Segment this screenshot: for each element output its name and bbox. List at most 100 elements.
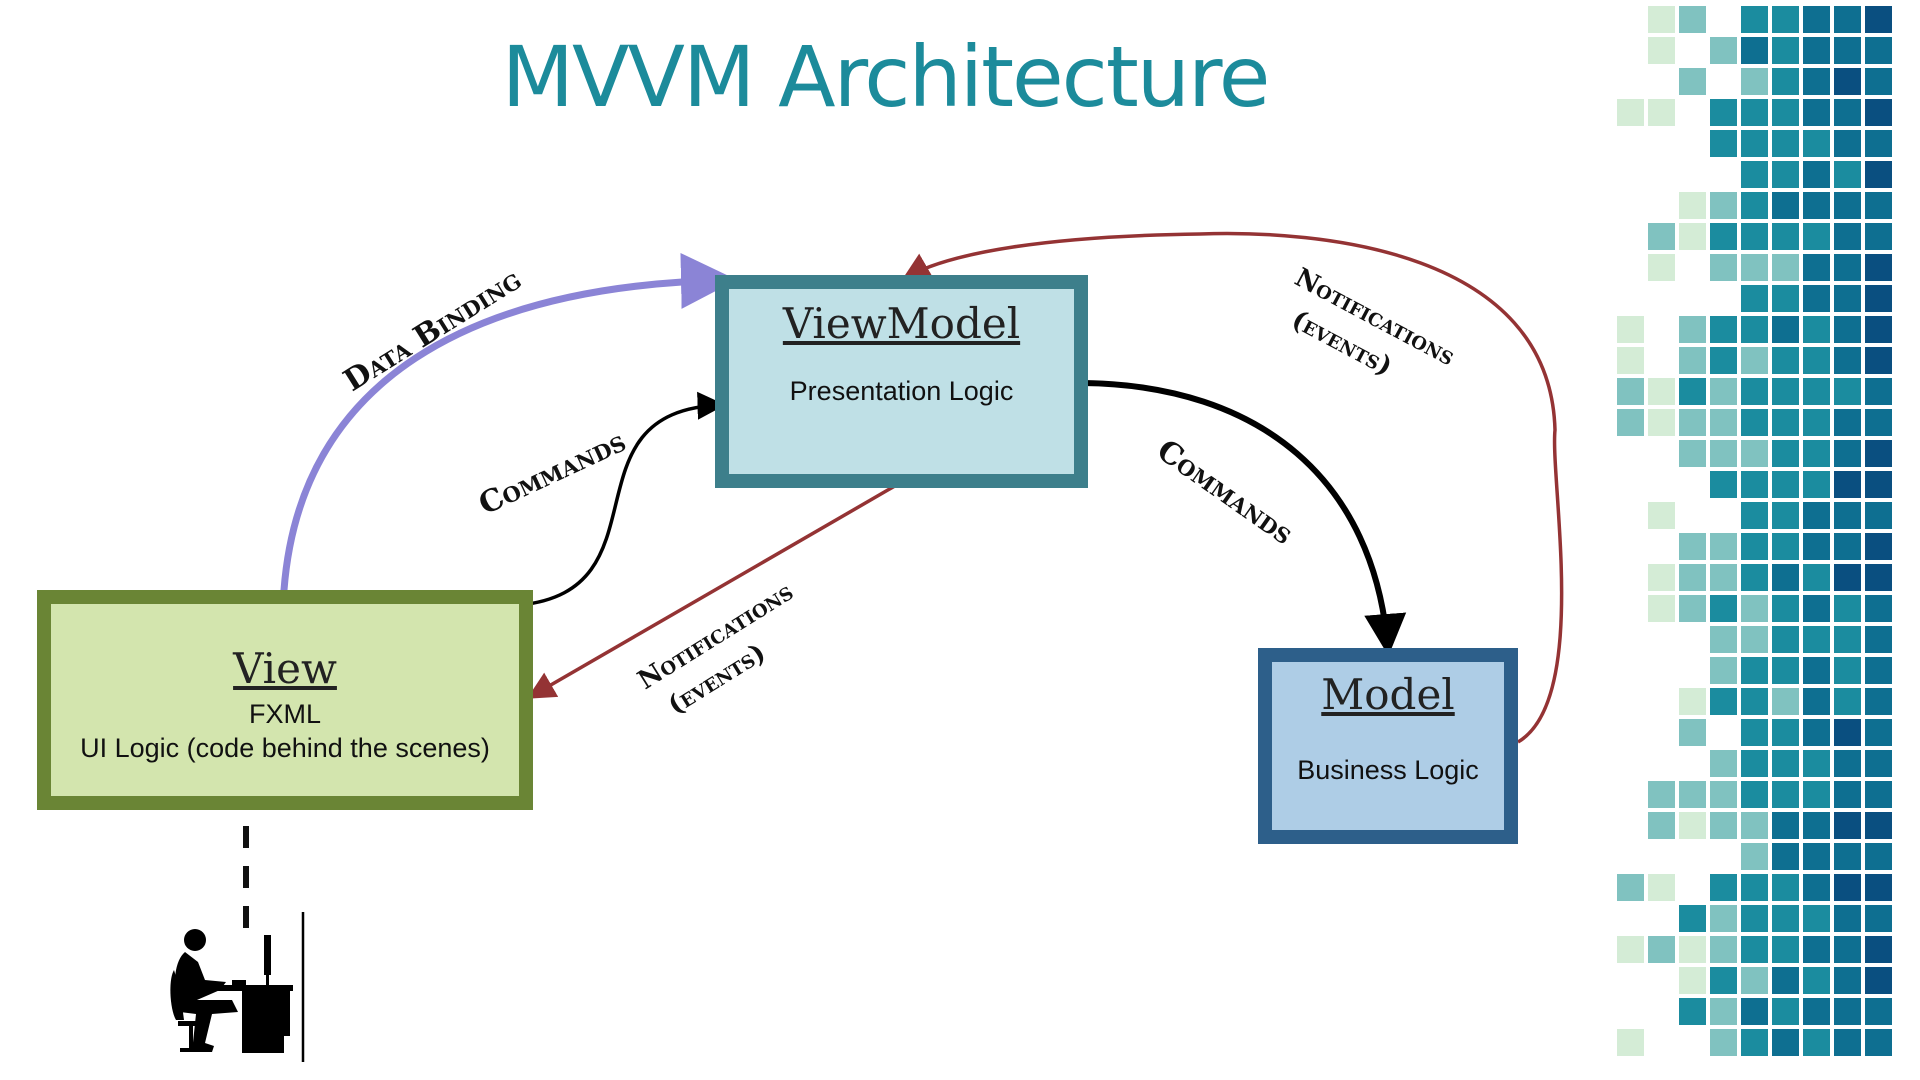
notifications-view-arrow xyxy=(526,481,901,699)
mosaic-tile xyxy=(1741,409,1768,436)
label-commands-view: Commands xyxy=(474,424,632,522)
mosaic-tile xyxy=(1741,1029,1768,1056)
mosaic-tile xyxy=(1834,254,1861,281)
mosaic-tile xyxy=(1741,6,1768,33)
mosaic-tile xyxy=(1648,564,1675,591)
mosaic-tile xyxy=(1679,409,1706,436)
mosaic-tile xyxy=(1741,781,1768,808)
mosaic-tile xyxy=(1772,1029,1799,1056)
mosaic-tile xyxy=(1865,409,1892,436)
mosaic-tile xyxy=(1679,781,1706,808)
mosaic-tile xyxy=(1834,936,1861,963)
mosaic-tile xyxy=(1741,37,1768,64)
view-title: View xyxy=(233,644,337,693)
mosaic-tile xyxy=(1803,409,1830,436)
mosaic-tile xyxy=(1710,595,1737,622)
mosaic-tile xyxy=(1865,781,1892,808)
mosaic-tile xyxy=(1803,1029,1830,1056)
mosaic-tile xyxy=(1834,719,1861,746)
mosaic-tile xyxy=(1741,626,1768,653)
mosaic-tile xyxy=(1803,440,1830,467)
mosaic-tile xyxy=(1710,347,1737,374)
mosaic-tile xyxy=(1617,378,1644,405)
mosaic-tile xyxy=(1865,936,1892,963)
mosaic-tile xyxy=(1648,378,1675,405)
mosaic-tile xyxy=(1865,254,1892,281)
mosaic-tile xyxy=(1865,378,1892,405)
mosaic-tile xyxy=(1710,192,1737,219)
mosaic-tile xyxy=(1710,471,1737,498)
mosaic-tile xyxy=(1648,812,1675,839)
model-box: Model Business Logic xyxy=(1258,648,1518,844)
mosaic-tile xyxy=(1772,440,1799,467)
mosaic-tile xyxy=(1803,192,1830,219)
mosaic-tile xyxy=(1648,37,1675,64)
mosaic-tile xyxy=(1834,347,1861,374)
mosaic-tile xyxy=(1710,998,1737,1025)
mosaic-tile xyxy=(1741,254,1768,281)
mosaic-tile xyxy=(1834,812,1861,839)
mosaic-tile xyxy=(1710,750,1737,777)
mosaic-tile xyxy=(1803,688,1830,715)
mosaic-tile xyxy=(1710,781,1737,808)
mosaic-tile xyxy=(1834,471,1861,498)
mosaic-tile xyxy=(1772,285,1799,312)
mosaic-tile xyxy=(1679,316,1706,343)
mosaic-tile xyxy=(1679,223,1706,250)
mosaic-tile xyxy=(1834,1029,1861,1056)
mosaic-tile xyxy=(1741,285,1768,312)
mosaic-tile xyxy=(1679,347,1706,374)
mosaic-tile xyxy=(1834,657,1861,684)
mosaic-tile xyxy=(1865,285,1892,312)
mosaic-tile xyxy=(1741,99,1768,126)
mosaic-tile xyxy=(1648,409,1675,436)
mosaic-tile xyxy=(1679,998,1706,1025)
mosaic-tile xyxy=(1803,37,1830,64)
mosaic-tile xyxy=(1772,967,1799,994)
mosaic-tile xyxy=(1741,378,1768,405)
mosaic-tile xyxy=(1679,719,1706,746)
mosaic-tile xyxy=(1865,99,1892,126)
model-body: Business Logic xyxy=(1297,755,1479,785)
mosaic-tile xyxy=(1741,223,1768,250)
mosaic-tile xyxy=(1710,905,1737,932)
mosaic-tile xyxy=(1834,285,1861,312)
label-data-binding: Data Binding xyxy=(338,262,528,399)
mosaic-tile xyxy=(1710,533,1737,560)
mosaic-tile xyxy=(1865,998,1892,1025)
mosaic-tile xyxy=(1834,905,1861,932)
mosaic-tile xyxy=(1865,533,1892,560)
mosaic-tile xyxy=(1834,68,1861,95)
mosaic-tile xyxy=(1741,130,1768,157)
mosaic-tile xyxy=(1865,223,1892,250)
viewmodel-box: ViewModel Presentation Logic xyxy=(715,275,1088,488)
mosaic-tile xyxy=(1772,688,1799,715)
commands-model-arrow xyxy=(1082,380,1407,656)
mosaic-tile xyxy=(1679,812,1706,839)
mosaic-tile xyxy=(1834,564,1861,591)
mosaic-tile xyxy=(1834,502,1861,529)
mosaic-tile xyxy=(1741,657,1768,684)
mosaic-tile xyxy=(1772,719,1799,746)
mosaic-tile xyxy=(1741,564,1768,591)
mosaic-tile xyxy=(1772,626,1799,653)
mosaic-tile xyxy=(1679,6,1706,33)
mosaic-tile xyxy=(1648,595,1675,622)
mosaic-tile xyxy=(1772,68,1799,95)
mosaic-tile xyxy=(1803,254,1830,281)
mosaic-tile xyxy=(1710,316,1737,343)
mosaic-tile xyxy=(1772,502,1799,529)
mosaic-tile xyxy=(1865,130,1892,157)
mosaic-tile xyxy=(1617,99,1644,126)
mosaic-tile xyxy=(1648,502,1675,529)
mosaic-tile xyxy=(1741,905,1768,932)
mosaic-tile xyxy=(1803,750,1830,777)
view-body-line2: UI Logic (code behind the scenes) xyxy=(80,733,490,763)
mosaic-tile xyxy=(1710,812,1737,839)
mosaic-tile xyxy=(1803,68,1830,95)
mosaic-tile xyxy=(1648,781,1675,808)
person-at-computer-icon xyxy=(170,912,305,1062)
mosaic-tile xyxy=(1834,750,1861,777)
mosaic-tile xyxy=(1772,471,1799,498)
mosaic-tile xyxy=(1803,533,1830,560)
